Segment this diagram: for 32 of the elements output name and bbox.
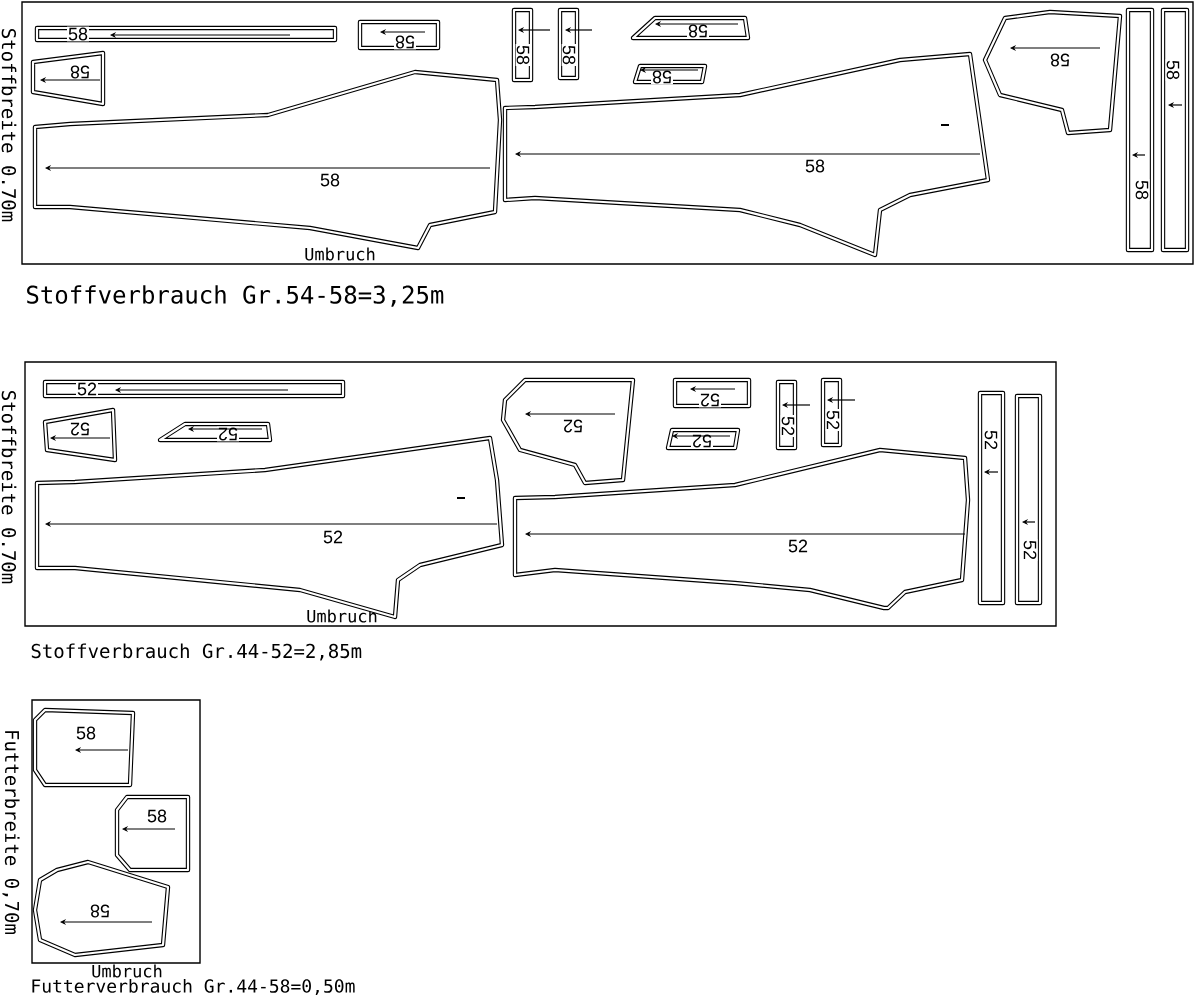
fold-label: Umbruch [307, 609, 377, 623]
pattern-piece: 58 [30, 50, 106, 107]
pattern-piece: 52 [42, 407, 118, 463]
pattern-piece: 58 [557, 7, 580, 81]
pattern-piece: 58 [632, 63, 708, 85]
pattern-piece: 52 [157, 421, 273, 443]
pattern-piece: 58 [1125, 7, 1155, 253]
width-label: Futterbreite 0,70m [2, 731, 20, 935]
consumption-note: Futterverbrauch Gr.44-58=0,50m [32, 978, 355, 996]
pattern-piece: 58 [34, 25, 338, 43]
width-label: Stoffbreite 0.70m [1, 29, 17, 222]
pattern-piece: 58 [114, 794, 191, 873]
pattern-piece: 52 [500, 377, 636, 486]
pattern-piece: 52 [42, 379, 346, 399]
pattern-piece: 52 [1014, 393, 1043, 606]
width-label: Stoffbreite 0.70m [1, 391, 17, 584]
pattern-piece: 52 [775, 379, 798, 451]
pattern-piece: 52 [820, 377, 843, 448]
pattern-piece: 58 [32, 707, 136, 788]
pattern-piece: 58 [357, 19, 441, 51]
consumption-note: Stoffverbrauch Gr.44-52=2,85m [31, 643, 362, 661]
pattern-piece: 52 [512, 447, 971, 611]
pattern-piece: 58 [511, 7, 534, 83]
pattern-piece: 58 [1160, 7, 1190, 253]
pattern-piece: 58 [32, 859, 171, 958]
pattern-piece: 52 [672, 377, 752, 409]
pattern-piece: 58 [630, 15, 751, 41]
consumption-note: Stoffverbrauch Gr.54-58=3,25m [27, 285, 444, 307]
pattern-piece: 58 [982, 9, 1123, 136]
fold-label: Umbruch [92, 964, 162, 978]
pattern-piece: 52 [665, 427, 741, 451]
pattern-piece: 52 [977, 390, 1006, 606]
